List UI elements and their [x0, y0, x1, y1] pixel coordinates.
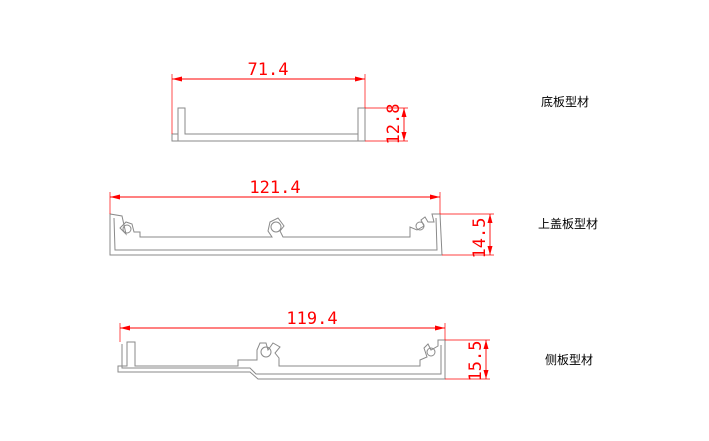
- side-plate-slot-left: [260, 346, 272, 358]
- side-plate-name: 侧板型材: [545, 353, 593, 367]
- side-plate-slot-right: [426, 347, 436, 357]
- side-plate-width-label: 119.4: [286, 309, 337, 329]
- top-cover-slot-left: [122, 224, 132, 234]
- bottom-plate-profile: [171, 107, 366, 142]
- bottom-plate-width-label: 71.4: [248, 60, 289, 80]
- top-cover-outline: [109, 213, 443, 256]
- bottom-plate-height-dimension: 12.8: [365, 104, 408, 145]
- top-cover-height-dimension: 14.5: [440, 213, 494, 259]
- top-cover-profile: [109, 213, 443, 256]
- side-plate-inner-line: [121, 344, 442, 375]
- top-cover-inner-line: [113, 217, 438, 251]
- top-cover-slot-center: [270, 221, 282, 233]
- side-plate-width-dimension: 119.4: [119, 309, 446, 342]
- top-cover-height-label: 14.5: [470, 218, 490, 259]
- top-cover-slot-right: [415, 221, 425, 231]
- top-cover-width-dimension: 121.4: [109, 178, 441, 214]
- top-cover-width-label: 121.4: [249, 178, 300, 198]
- side-plate-height-dimension: 15.5: [445, 339, 490, 382]
- side-plate-height-label: 15.5: [466, 341, 486, 382]
- top-cover-name: 上盖板型材: [538, 217, 598, 231]
- bottom-plate-outline: [171, 107, 366, 142]
- bottom-plate-name: 底板型材: [541, 94, 589, 109]
- bottom-plate-width-dimension: 71.4: [171, 60, 366, 134]
- side-plate-profile: [117, 339, 446, 380]
- bottom-plate-height-label: 12.8: [384, 104, 404, 145]
- side-plate-outline: [117, 339, 446, 380]
